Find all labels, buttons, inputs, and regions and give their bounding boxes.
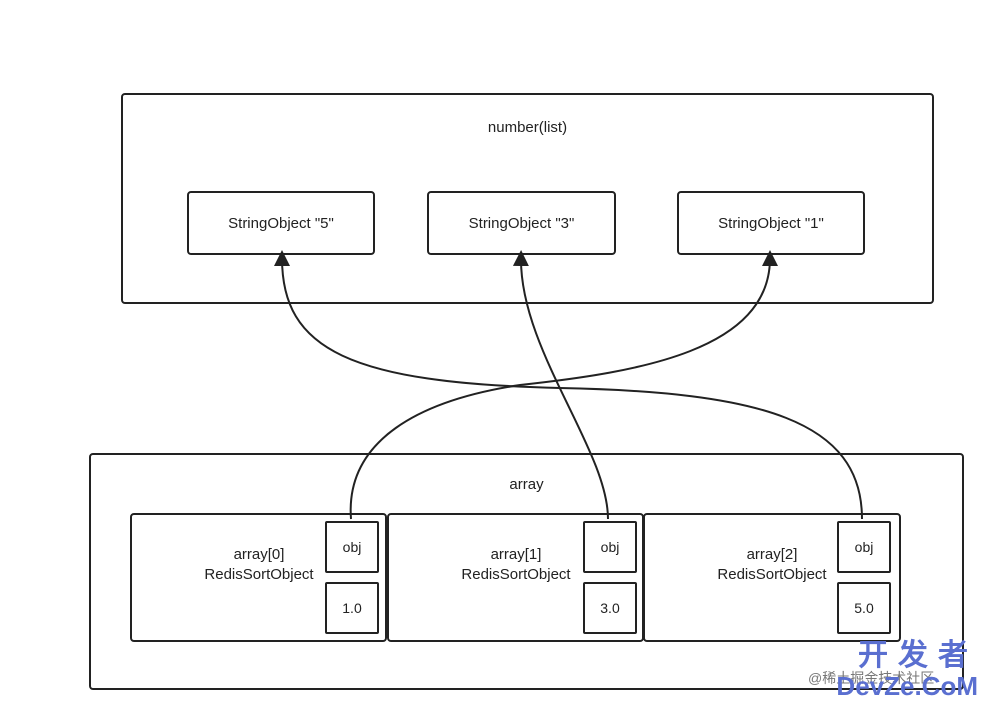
string-object-label: StringObject "3" [468,214,575,232]
element-index: array[1] [490,546,542,563]
element-text: array[0] RedisSortObject [132,545,386,585]
arrow-array2-to-string5 [274,250,863,520]
array-element-0: array[0] RedisSortObject obj 1.0 [130,513,387,642]
element-type: RedisSortObject [461,566,571,583]
element-type: RedisSortObject [717,566,827,583]
score-box: 5.0 [837,582,891,634]
string-object-3: StringObject "3" [427,191,616,255]
element-index: array[0] [233,546,285,563]
array-title: array [509,476,544,493]
element-index: array[2] [746,546,798,563]
array-element-1: array[1] RedisSortObject obj 3.0 [387,513,644,642]
watermark: 开发者 DevZe.CoM [836,639,978,701]
arrow-array0-to-string1 [349,250,778,520]
obj-pointer-box: obj [325,521,379,573]
obj-pointer-box: obj [583,521,637,573]
list-title: number(list) [487,119,568,136]
element-text: array[2] RedisSortObject [645,545,899,585]
watermark-user: @稀土掘金技术社区 [808,670,935,686]
score-box: 3.0 [583,582,637,634]
string-object-label: StringObject "1" [718,214,824,232]
string-object-label: StringObject "5" [228,214,334,232]
watermark-cn: 开发者 [858,639,978,672]
arrow-array1-to-string3 [512,250,609,520]
obj-pointer-box: obj [837,521,891,573]
element-type: RedisSortObject [204,566,314,583]
element-text: array[1] RedisSortObject [389,545,643,585]
array-element-2: array[2] RedisSortObject obj 5.0 [643,513,901,642]
watermark-en: DevZe.CoM [836,671,978,701]
score-box: 1.0 [325,582,379,634]
